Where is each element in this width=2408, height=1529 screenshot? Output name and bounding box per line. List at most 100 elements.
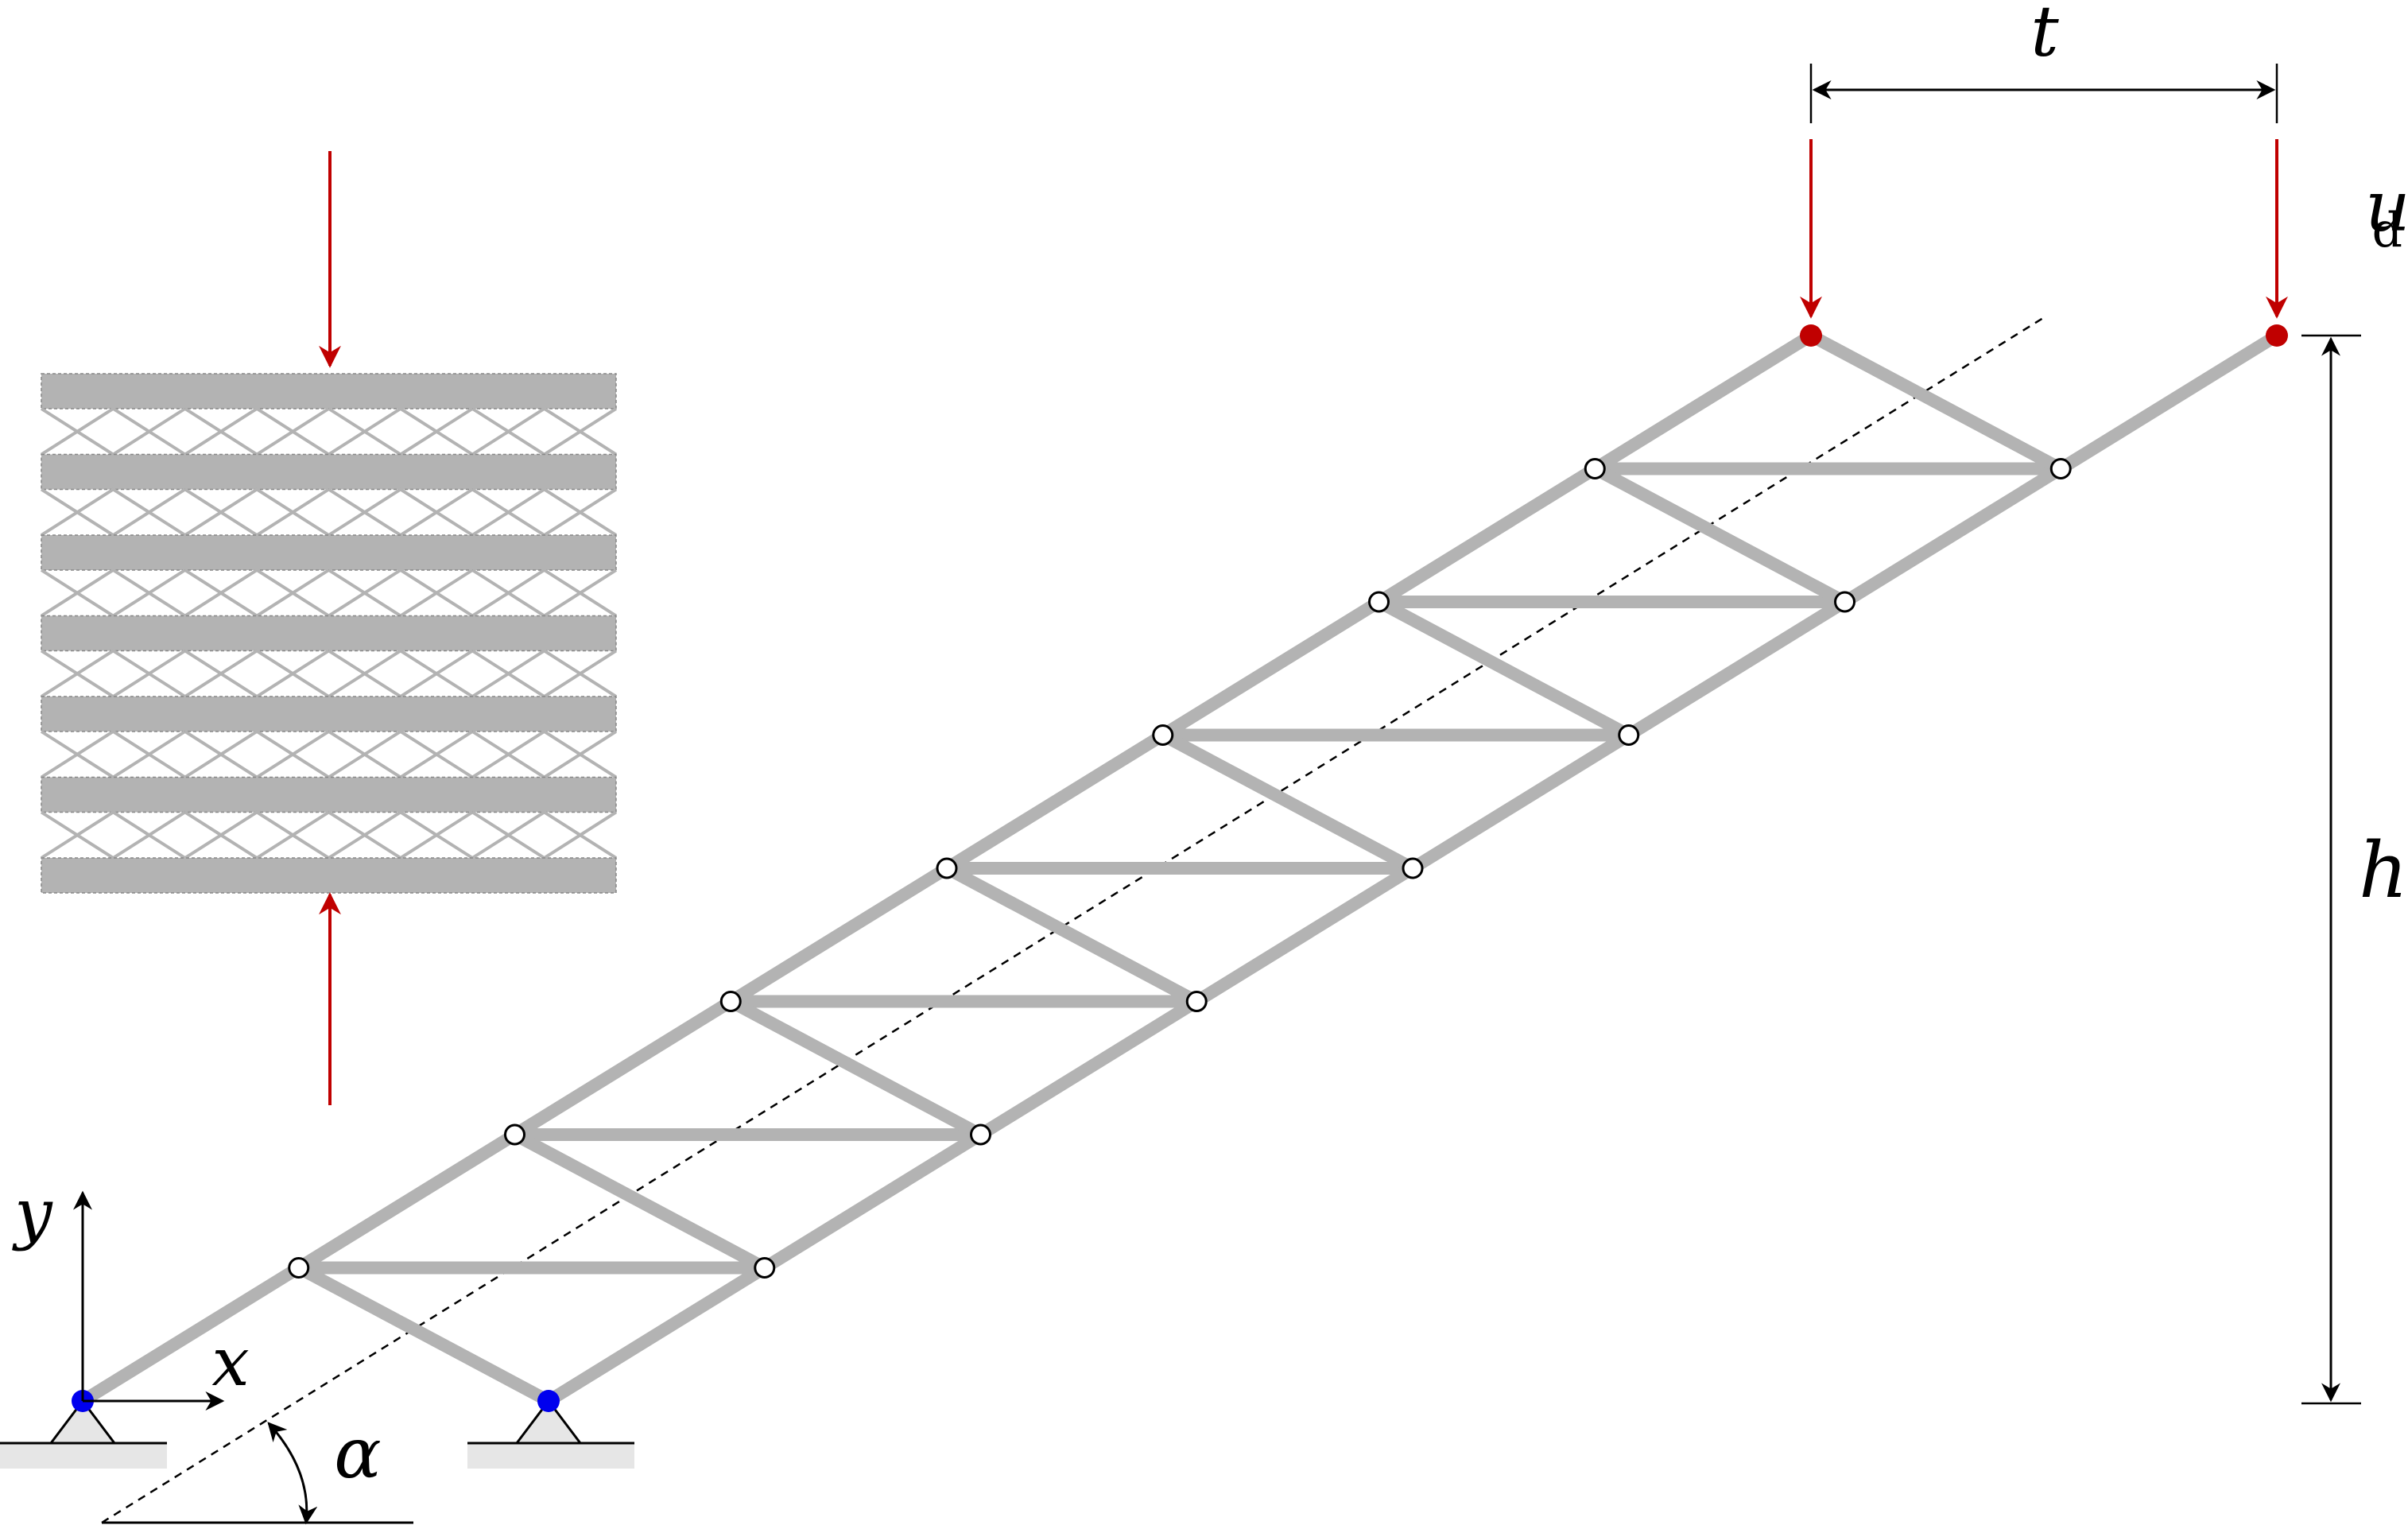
diagonal-member xyxy=(944,862,1200,1007)
hinge-node xyxy=(1152,724,1174,746)
inset-strut xyxy=(328,730,474,779)
hinge-node xyxy=(936,857,958,879)
inset-strut xyxy=(471,810,618,860)
diagonal-member xyxy=(1159,729,1416,875)
inset-strut xyxy=(328,810,474,860)
inset-strut xyxy=(328,487,474,537)
right-load-node xyxy=(2266,324,2288,347)
ground-plates xyxy=(0,1442,634,1469)
diagonal-member xyxy=(1592,463,1848,608)
inset-strut xyxy=(328,406,474,456)
right-support-triangle xyxy=(514,1399,584,1445)
inset-strut xyxy=(328,407,474,456)
inset-strut xyxy=(40,810,186,860)
inset-plate xyxy=(41,776,617,813)
inset-strut xyxy=(184,810,330,860)
label-u-subscript: d xyxy=(2372,203,2402,258)
hinge-node xyxy=(1618,724,1640,746)
inset-strut xyxy=(328,487,474,537)
dimension-h xyxy=(2301,334,2361,1405)
inset-strut xyxy=(328,568,474,618)
hinge-node xyxy=(719,991,742,1012)
inset-strut xyxy=(40,729,186,779)
dimension-t xyxy=(1809,64,2278,123)
truss-axis-dashed-line xyxy=(101,316,2044,1524)
inset-strut xyxy=(184,487,330,537)
inset-lattice xyxy=(40,373,618,894)
inset-strut xyxy=(471,730,618,779)
inset-strut xyxy=(471,649,618,698)
inset-strut xyxy=(184,568,330,618)
hinge-node xyxy=(1185,991,1208,1012)
hinge-node xyxy=(970,1123,991,1146)
inset-plate xyxy=(41,696,617,732)
left-support-triangle xyxy=(48,1399,118,1445)
hinge-node xyxy=(1368,591,1390,613)
inset-strut xyxy=(328,649,474,698)
inset-strut xyxy=(184,487,330,537)
diagonal-member xyxy=(511,1128,768,1274)
inset-plate xyxy=(41,857,617,894)
truss-members xyxy=(76,329,2283,1407)
inset-strut xyxy=(40,569,186,618)
inset-plate xyxy=(41,373,617,409)
inset-strut xyxy=(184,730,330,779)
inset-strut xyxy=(328,649,474,699)
hinge-node xyxy=(754,1257,776,1279)
inset-strut xyxy=(328,810,474,860)
hinge-node xyxy=(2049,458,2072,479)
supports xyxy=(48,1399,584,1445)
inset-strut xyxy=(40,649,186,698)
inset-strut xyxy=(471,649,618,699)
label-x: x xyxy=(211,1323,249,1401)
inset-strut xyxy=(40,649,186,699)
displacement-load-arrows xyxy=(1800,139,2288,319)
inset-strut xyxy=(184,649,330,698)
inclination-reference xyxy=(101,316,2044,1525)
inset-strut xyxy=(471,569,618,618)
inset-strut xyxy=(40,407,186,456)
inset-strut xyxy=(471,407,618,456)
right-support-node xyxy=(537,1390,560,1412)
alpha-angle-arc xyxy=(267,1422,318,1525)
inset-strut xyxy=(328,729,474,779)
hinge-node xyxy=(504,1123,525,1146)
inset-strut xyxy=(184,649,330,699)
inset-strut xyxy=(184,569,330,618)
inset-strut xyxy=(471,729,618,779)
diagonal-member xyxy=(1808,329,2065,475)
inset-strut xyxy=(471,487,618,537)
inset-plate xyxy=(41,453,617,491)
inset-strut xyxy=(184,729,330,779)
hinge-node xyxy=(1584,458,1606,479)
left-ground-plate xyxy=(0,1443,167,1469)
label-h: h xyxy=(2359,826,2408,915)
inset-strut xyxy=(40,810,186,860)
inset-strut xyxy=(40,487,186,537)
inset-strut xyxy=(184,406,330,456)
inset-strut xyxy=(471,487,618,537)
inset-strut xyxy=(40,406,186,456)
inset-strut xyxy=(184,407,330,456)
hinge-node xyxy=(288,1257,310,1279)
diagonal-member xyxy=(295,1262,552,1407)
inset-strut xyxy=(40,568,186,618)
inset-strut xyxy=(471,406,618,456)
hinge-node xyxy=(1834,591,1855,613)
inset-strut xyxy=(40,487,186,537)
inset-strut xyxy=(40,730,186,779)
label-u: u xyxy=(2365,165,2408,247)
right-ground-plate xyxy=(467,1443,634,1469)
inset-strut xyxy=(471,810,618,860)
inset-plate xyxy=(41,534,617,571)
inset-strut xyxy=(328,569,474,618)
inset-plate xyxy=(41,615,617,652)
diagonal-member xyxy=(727,995,984,1141)
coordinate-axes xyxy=(73,1190,225,1411)
inset-strut xyxy=(471,568,618,618)
label-t: t xyxy=(2030,0,2059,72)
label-y: y xyxy=(11,1174,53,1252)
left-load-node xyxy=(1800,324,1822,347)
label-alpha: α xyxy=(334,1412,381,1494)
